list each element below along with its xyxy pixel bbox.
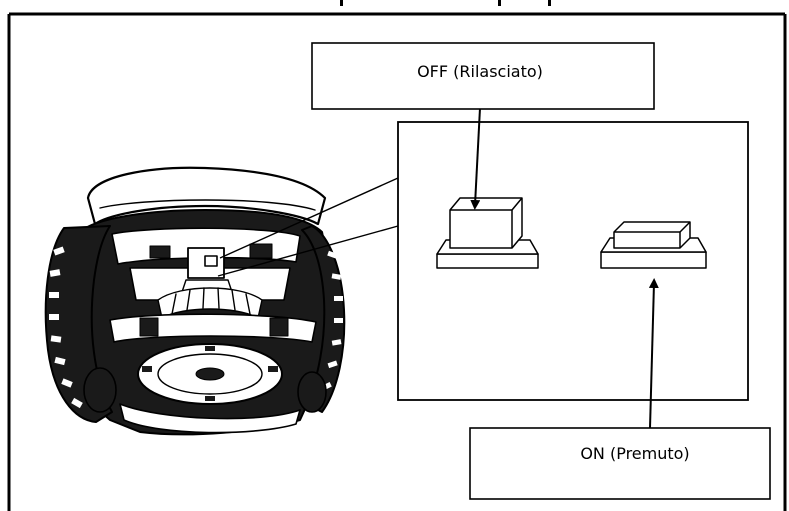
label-off-box: OFF (Rilasciato) (312, 43, 654, 109)
switch-on-pressed (601, 222, 706, 268)
label-on-text: ON (Premuto) (580, 444, 689, 463)
mower-switch-housing (182, 248, 232, 292)
label-on-box: ON (Premuto) (470, 428, 770, 499)
top-edge-fragments (340, 0, 551, 6)
robot-mower-illustration (46, 168, 345, 435)
label-off-text: OFF (Rilasciato) (417, 62, 543, 81)
mower-blade-disc (138, 344, 282, 404)
